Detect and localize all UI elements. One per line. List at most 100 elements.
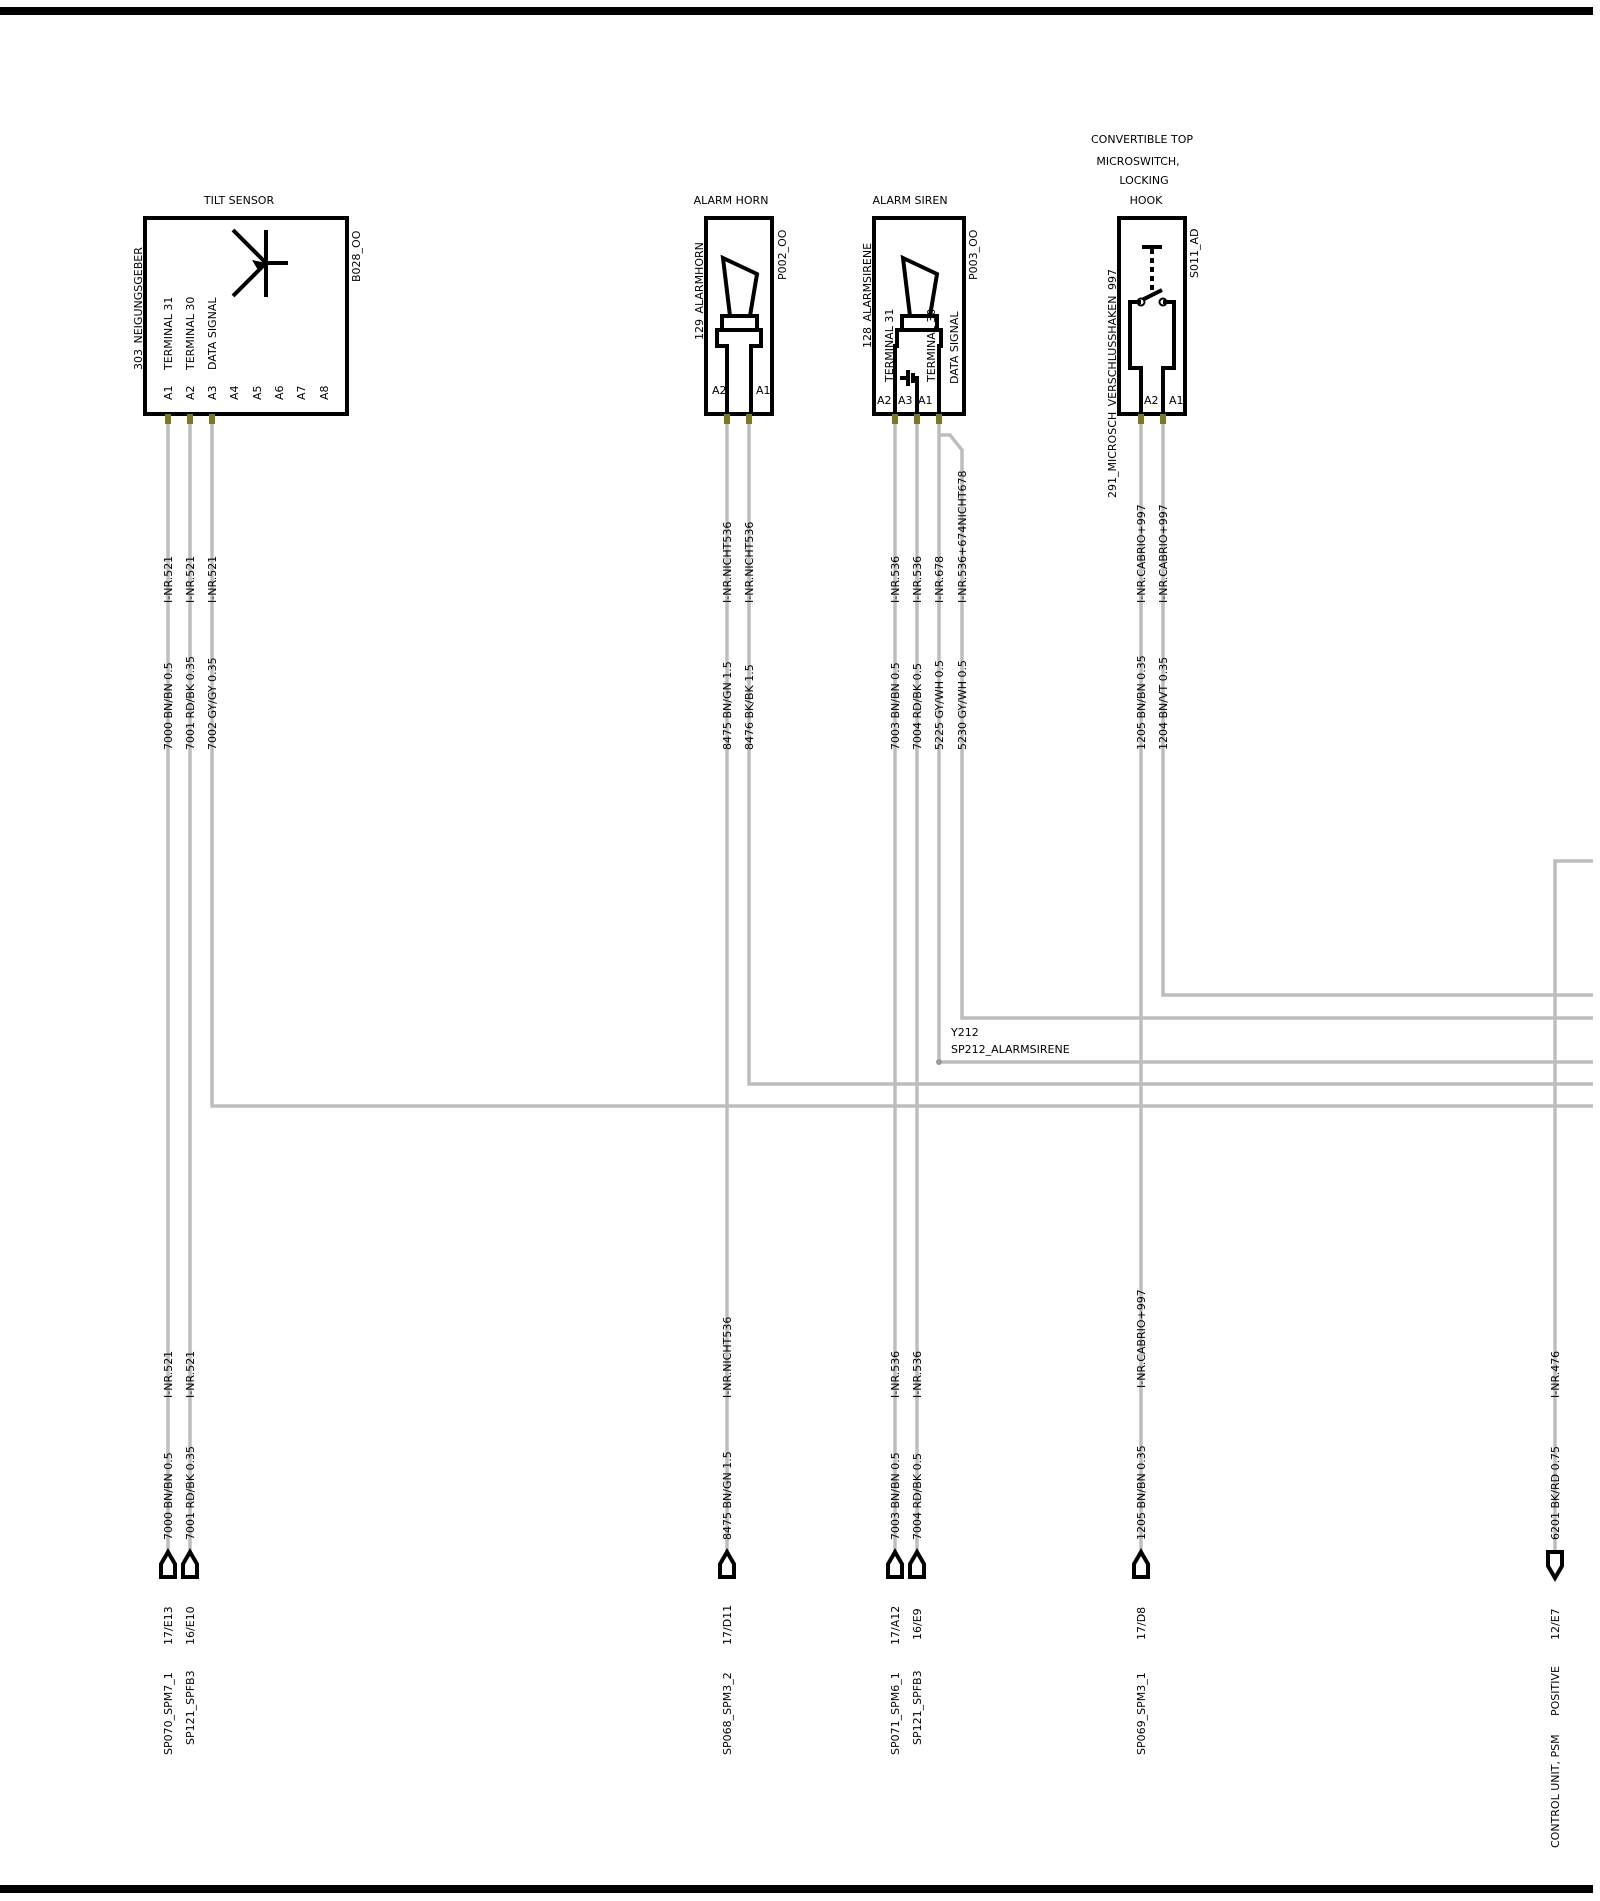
- microswitch-title-4: HOOK: [1130, 194, 1164, 207]
- wire-1204: [1161, 420, 1593, 997]
- micro-pin-stub-A2: [1138, 414, 1144, 424]
- tilt-sensor-icon: [231, 228, 288, 298]
- bottom-target-6201: POSITIVE: [1549, 1666, 1562, 1716]
- bottom-target-1205: SP069_SPM3_1: [1135, 1672, 1148, 1755]
- top-border: [0, 7, 1593, 15]
- top-inr-8476: I-NR.NICHT536: [743, 522, 756, 603]
- siren-pin-label-3: DATA SIGNAL: [948, 311, 961, 384]
- siren-pin-stub-A3: [914, 414, 920, 424]
- alarm-siren-code: P003_OO: [967, 229, 980, 280]
- top-inr-7004: I-NR.536: [911, 556, 924, 603]
- bottom-border: [0, 1885, 1593, 1893]
- bottom-inr-8475: I-NR.NICHT536: [721, 1317, 734, 1398]
- tilt-sensor-ref: 303_NEIGUNGSGEBER: [132, 247, 145, 370]
- top-inr-7000: I-NR.521: [162, 556, 175, 603]
- wire-5225: [937, 420, 1593, 1064]
- bottom-target-8475: SP068_SPM3_2: [721, 1672, 734, 1755]
- microswitch-ref: 291_MICROSCH_VERSCHLUSSHAKEN_997: [1106, 269, 1119, 498]
- microswitch-title-3: LOCKING: [1119, 174, 1168, 187]
- bottom-inr-6201: I-NR.476: [1549, 1351, 1562, 1398]
- siren-pin-label-1: TERMINAL 31: [883, 309, 896, 383]
- microswitch-title-1: CONVERTIBLE TOP: [1091, 133, 1193, 146]
- top-inr-5225: I-NR.678: [933, 556, 946, 603]
- siren-pin-stub-A2: [892, 414, 898, 424]
- microswitch-code: S011_AD: [1188, 229, 1201, 278]
- siren-pin-A2: A2: [877, 394, 892, 407]
- bottom-spec-1205: 1205 BN/BN 0.35: [1135, 1445, 1148, 1540]
- top-inr-8475: I-NR.NICHT536: [721, 522, 734, 603]
- siren-pin-label-2: TERMINAL 30: [925, 309, 938, 383]
- horn-pin-stub-A2: [724, 414, 730, 424]
- top-inr-7001: I-NR.521: [184, 556, 197, 603]
- tilt-pin-label-2: TERMINAL 30: [184, 297, 197, 371]
- microswitch-icon: [1128, 245, 1176, 414]
- top-inr-1205: I-NR.CABRIO+997: [1135, 504, 1148, 603]
- connector-arrow-7004: [908, 1548, 926, 1579]
- horn-pin-stub-A1: [746, 414, 752, 424]
- splice-point: [936, 1059, 942, 1065]
- bottom-grid-1205: 17/D8: [1135, 1607, 1148, 1640]
- siren-pin-A1: A1: [918, 394, 933, 407]
- alarm-siren-title: ALARM SIREN: [872, 194, 947, 207]
- top-spec-7002: 7002 GY/GY 0.35: [206, 657, 219, 750]
- horn-pin-A2: A2: [712, 384, 727, 397]
- wire-6201: [1553, 859, 1593, 1552]
- alarm-horn-title: ALARM HORN: [694, 194, 769, 207]
- connector-arrow-1205: [1132, 1548, 1150, 1579]
- top-inr-7003: I-NR.536: [889, 556, 902, 603]
- tilt-pin-stub-A3: [209, 414, 215, 424]
- bottom-inr-7000: I-NR.521: [162, 1351, 175, 1398]
- bottom-grid-6201: 12/E7: [1549, 1608, 1562, 1640]
- wire-7002: [210, 420, 1593, 1108]
- tilt-pin-A8: A8: [318, 385, 331, 400]
- tilt-pin-A3: A3: [206, 385, 219, 400]
- bottom-grid-7004: 16/E9: [911, 1608, 924, 1640]
- tilt-sensor-title: TILT SENSOR: [203, 194, 275, 207]
- top-spec-7004: 7004 RD/BK 0.5: [911, 663, 924, 750]
- tilt-pin-label-3: DATA SIGNAL: [206, 297, 219, 370]
- alarm-siren: ALARM SIREN 128_ALARMSIRENE P003_OO TERM…: [861, 194, 980, 424]
- bottom-spec-7003: 7003 BN/BN 0.5: [889, 1452, 902, 1540]
- tilt-pin-stub-A2: [187, 414, 193, 424]
- bottom-target2-6201: CONTROL UNIT, PSM: [1549, 1734, 1562, 1848]
- splice-name: SP212_ALARMSIRENE: [951, 1043, 1070, 1056]
- wire-5230: [939, 433, 1593, 1020]
- connector-arrow-7000: [159, 1548, 177, 1579]
- siren-icon: [893, 254, 943, 414]
- tilt-sensor: TILT SENSOR 303_NEIGUNGSGEBER B028_OO TE…: [132, 194, 363, 424]
- top-spec-8475: 8475 BN/GN 1.5: [721, 661, 734, 750]
- bottom-target-7004: SP121_SPFB3: [911, 1670, 924, 1745]
- tilt-pin-stub-A1: [165, 414, 171, 424]
- bottom-inr-7001: I-NR.521: [184, 1351, 197, 1398]
- top-spec-7001: 7001 RD/BK 0.35: [184, 656, 197, 750]
- siren-pin-A3: A3: [898, 394, 913, 407]
- tilt-pin-A1: A1: [162, 385, 175, 400]
- bottom-grid-7000: 17/E13: [162, 1606, 175, 1645]
- bottom-target-7000: SP070_SPM7_1: [162, 1672, 175, 1755]
- bottom-grid-8475: 17/D11: [721, 1605, 734, 1645]
- tilt-pin-A6: A6: [273, 385, 286, 400]
- wire-8476: [747, 420, 1593, 1086]
- tilt-sensor-box: [143, 216, 349, 416]
- connector-arrow-7003: [886, 1548, 904, 1579]
- top-inr-1204: I-NR.CABRIO+997: [1157, 504, 1170, 603]
- tilt-pin-A7: A7: [295, 385, 308, 400]
- top-spec-1205: 1205 BN/BN 0.35: [1135, 655, 1148, 750]
- micro-pin-stub-A1: [1160, 414, 1166, 424]
- alarm-horn: ALARM HORN 129_ALARMHORN P002_OO A2 A1: [693, 194, 789, 424]
- top-spec-7000: 7000 BN/BN 0.5: [162, 662, 175, 750]
- bottom-spec-7000: 7000 BN/BN 0.5: [162, 1452, 175, 1540]
- tilt-sensor-code: B028_OO: [350, 230, 363, 282]
- top-spec-5225: 5225 GY/WH 0.5: [933, 660, 946, 750]
- bottom-spec-7001: 7001 RD/BK 0.35: [184, 1446, 197, 1540]
- connector-arrow-6201: [1546, 1550, 1564, 1582]
- bottom-spec-7004: 7004 RD/BK 0.5: [911, 1453, 924, 1540]
- top-spec-5230: 5230 GY/WH 0.5: [956, 660, 969, 750]
- bottom-spec-6201: 6201 BK/RD 0.75: [1549, 1446, 1562, 1540]
- top-spec-1204: 1204 BN/VT 0.35: [1157, 657, 1170, 750]
- tilt-pin-A2: A2: [184, 385, 197, 400]
- bottom-inr-1205: I-NR.CABRIO+997: [1135, 1289, 1148, 1388]
- bottom-connectors: I-NR.521 7000 BN/BN 0.5 17/E13 SP070_SPM…: [159, 1289, 1564, 1848]
- top-spec-7003: 7003 BN/BN 0.5: [889, 662, 902, 750]
